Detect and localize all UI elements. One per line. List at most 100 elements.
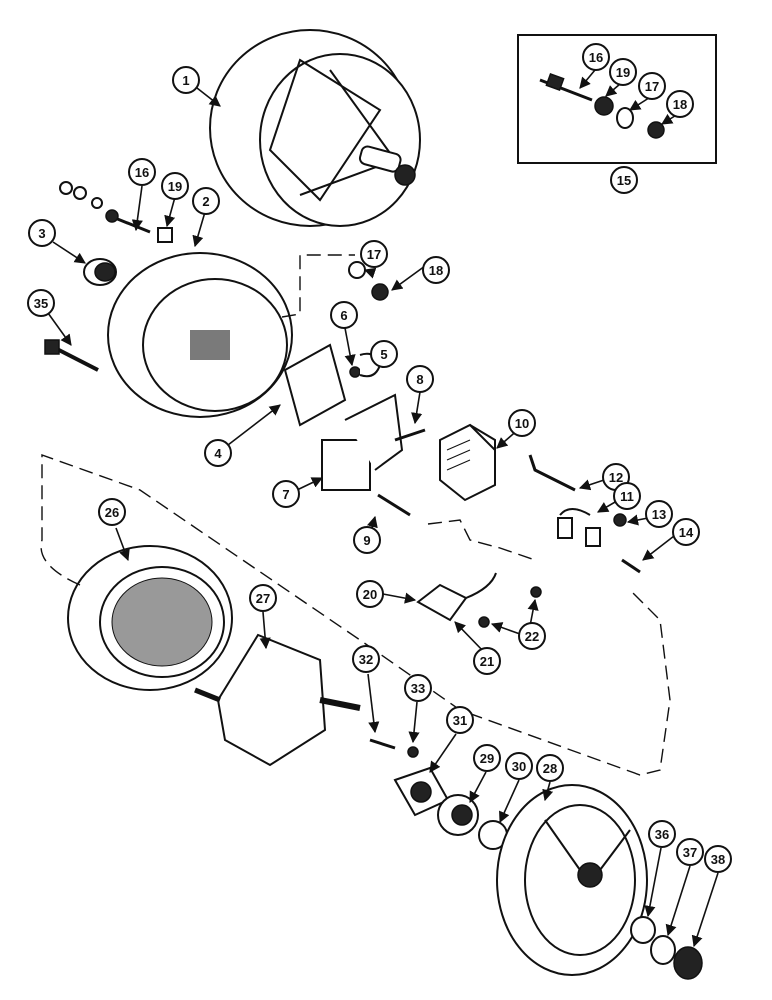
- callout-30: 30: [505, 752, 533, 780]
- inset-washer-17: [616, 107, 634, 129]
- callout-6: 6: [330, 301, 358, 329]
- callout-label: 29: [480, 751, 494, 766]
- callout-21: 21: [473, 647, 501, 675]
- regulator-7: [321, 393, 404, 491]
- callout-26: 26: [98, 498, 126, 526]
- screw-32: [369, 738, 396, 750]
- washer-33: [407, 746, 419, 758]
- callout-9: 9: [353, 526, 381, 554]
- small-hardware: [59, 181, 173, 243]
- bearing-29: [437, 794, 479, 836]
- callout-16a: 16: [128, 158, 156, 186]
- rotor-27: [194, 633, 361, 767]
- callout-label: 30: [512, 759, 526, 774]
- callout-22: 22: [518, 622, 546, 650]
- callout-label: 11: [620, 489, 634, 504]
- drive-end-frame-28: [496, 784, 648, 976]
- callout-13: 13: [645, 500, 673, 528]
- callout-18a: 18: [422, 256, 450, 284]
- callout-label: 3: [38, 226, 45, 241]
- screw-9: [377, 493, 411, 517]
- callout-7: 7: [272, 480, 300, 508]
- callout-label: 38: [711, 852, 725, 867]
- callout-37: 37: [676, 838, 704, 866]
- callout-20: 20: [356, 580, 384, 608]
- callout-19a: 19: [161, 172, 189, 200]
- callout-label: 15: [617, 173, 631, 188]
- callout-35: 35: [27, 289, 55, 317]
- callout-27: 27: [249, 584, 277, 612]
- callout-label: 18: [429, 263, 443, 278]
- dash-line-main: [40, 454, 671, 776]
- callout-label: 4: [214, 446, 222, 461]
- callout-label: 37: [683, 845, 697, 860]
- callout-label: 35: [34, 296, 48, 311]
- nut-18: [371, 283, 389, 301]
- callout-10: 10: [508, 409, 536, 437]
- callout-label: 20: [363, 587, 377, 602]
- washer-17: [348, 261, 366, 279]
- callout-label: 14: [679, 525, 694, 540]
- callout-label: 8: [416, 372, 423, 387]
- capacitor-20: [416, 572, 497, 622]
- callout-label: 16: [135, 165, 149, 180]
- callout-label: 2: [202, 194, 209, 209]
- screw-22a: [530, 586, 542, 598]
- rectifier-bridge-10: [439, 423, 496, 502]
- pulley-37: [650, 935, 676, 965]
- inset-nut-18: [647, 121, 665, 139]
- stator-26: [67, 545, 233, 691]
- callout-label: 28: [543, 761, 557, 776]
- callout-label: 19: [168, 179, 182, 194]
- callout-label: 7: [282, 487, 289, 502]
- callout-29: 29: [473, 744, 501, 772]
- inset-box: [517, 34, 717, 164]
- callout-8: 8: [406, 365, 434, 393]
- callout-label: 32: [359, 652, 373, 667]
- callout-label: 33: [411, 681, 425, 696]
- callout-15: 15: [610, 166, 638, 194]
- screw-8: [394, 428, 426, 442]
- callout-label: 31: [453, 713, 467, 728]
- callout-label: 26: [105, 505, 119, 520]
- callout-2: 2: [192, 187, 220, 215]
- callout-19b: 19: [609, 58, 637, 86]
- callout-36: 36: [648, 820, 676, 848]
- bracket-4: [283, 343, 347, 427]
- leader-lines: [47, 69, 719, 948]
- inset-washer-19: [594, 96, 614, 116]
- callout-17b: 17: [638, 72, 666, 100]
- callout-1: 1: [172, 66, 200, 94]
- callout-label: 21: [480, 654, 494, 669]
- callout-38: 38: [704, 845, 732, 873]
- callout-label: 22: [525, 629, 539, 644]
- slip-ring-end-frame: [107, 252, 293, 418]
- screw-22b: [478, 616, 490, 628]
- callout-28: 28: [536, 754, 564, 782]
- spacer-36: [630, 916, 656, 944]
- callout-5: 5: [370, 340, 398, 368]
- alternator-assembly: [209, 29, 421, 227]
- callout-18b: 18: [666, 90, 694, 118]
- callout-16b: 16: [582, 43, 610, 71]
- callout-label: 19: [616, 65, 630, 80]
- bolt-35: [44, 339, 99, 372]
- callout-label: 5: [380, 347, 387, 362]
- lead-12: [528, 454, 576, 492]
- callout-11: 11: [613, 482, 641, 510]
- callout-label: 36: [655, 827, 669, 842]
- callout-14: 14: [672, 518, 700, 546]
- nut-13: [613, 513, 627, 527]
- dash-line-mid: [427, 519, 536, 561]
- bearing-3: [83, 258, 117, 286]
- callout-33: 33: [404, 674, 432, 702]
- callout-label: 18: [673, 97, 687, 112]
- screw-14: [621, 558, 641, 574]
- callout-label: 12: [609, 470, 623, 485]
- callout-32: 32: [352, 645, 380, 673]
- callout-label: 17: [645, 79, 659, 94]
- nut-6: [349, 366, 361, 378]
- callout-label: 1: [182, 73, 189, 88]
- inset-bolt: [539, 73, 593, 102]
- callout-label: 16: [589, 50, 603, 65]
